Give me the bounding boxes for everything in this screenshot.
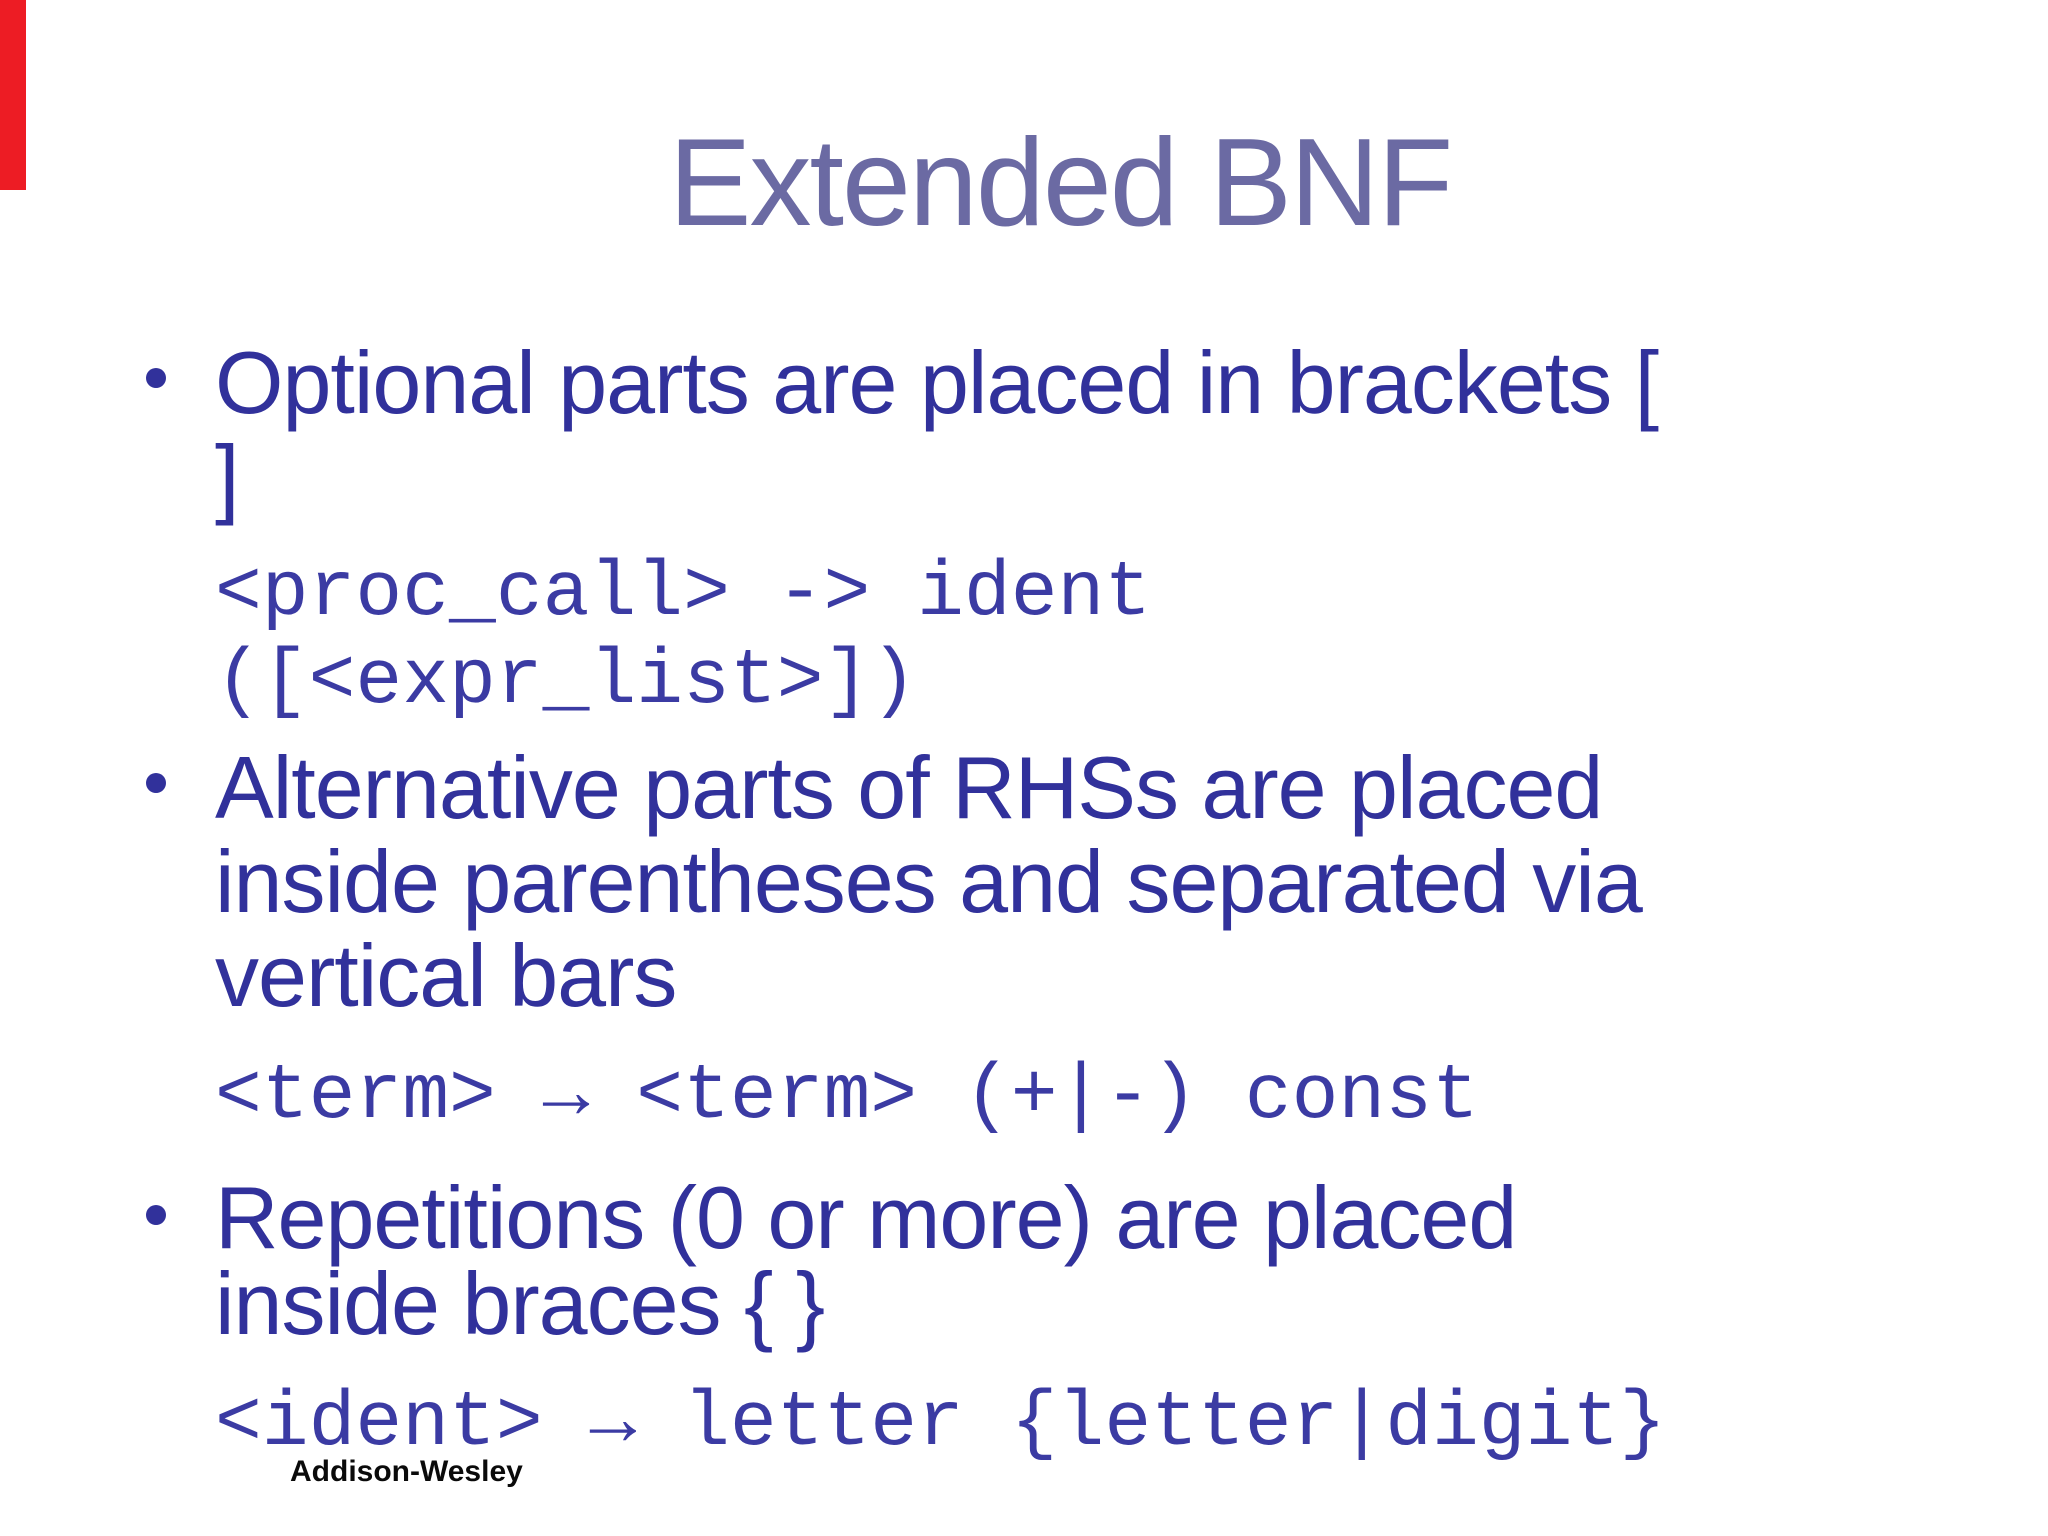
code-line: <ident> → letter {letter|digit} <box>215 1380 1667 1468</box>
bullet-line: Alternative parts of RHSs are placed <box>215 738 1603 837</box>
code-example-proc-call: <proc_call> -> ident([<expr_list>]) <box>215 550 1151 726</box>
bullet-line: vertical bars <box>215 926 677 1025</box>
code-example-term: <term> → <term> (+|-) const <box>215 1053 1479 1141</box>
code-line: <proc_call> -> ident <box>215 550 1152 638</box>
bullet-dot <box>146 368 166 388</box>
bullet-line: inside braces { } <box>215 1254 825 1353</box>
footer-publisher: Addison-Wesley <box>290 1455 523 1488</box>
bullet-line: inside parentheses and separated via <box>215 832 1643 931</box>
code-line: ([<expr_list>]) <box>215 638 918 726</box>
red-accent-bar <box>0 0 26 190</box>
bullet-line: ] <box>215 427 239 526</box>
bullet-dot <box>146 1205 166 1225</box>
code-example-ident: <ident> → letter {letter|digit} <box>215 1380 1666 1468</box>
bullet-item-optional: Optional parts are placed in brackets [] <box>215 333 1659 526</box>
bullet-line: Repetitions (0 or more) are placed <box>215 1168 1517 1267</box>
slide-title: Extended BNF <box>668 114 1453 252</box>
bullet-line: Optional parts are placed in brackets [ <box>215 333 1659 432</box>
code-line: <term> → <term> (+|-) const <box>215 1053 1479 1141</box>
bullet-dot <box>146 773 166 793</box>
